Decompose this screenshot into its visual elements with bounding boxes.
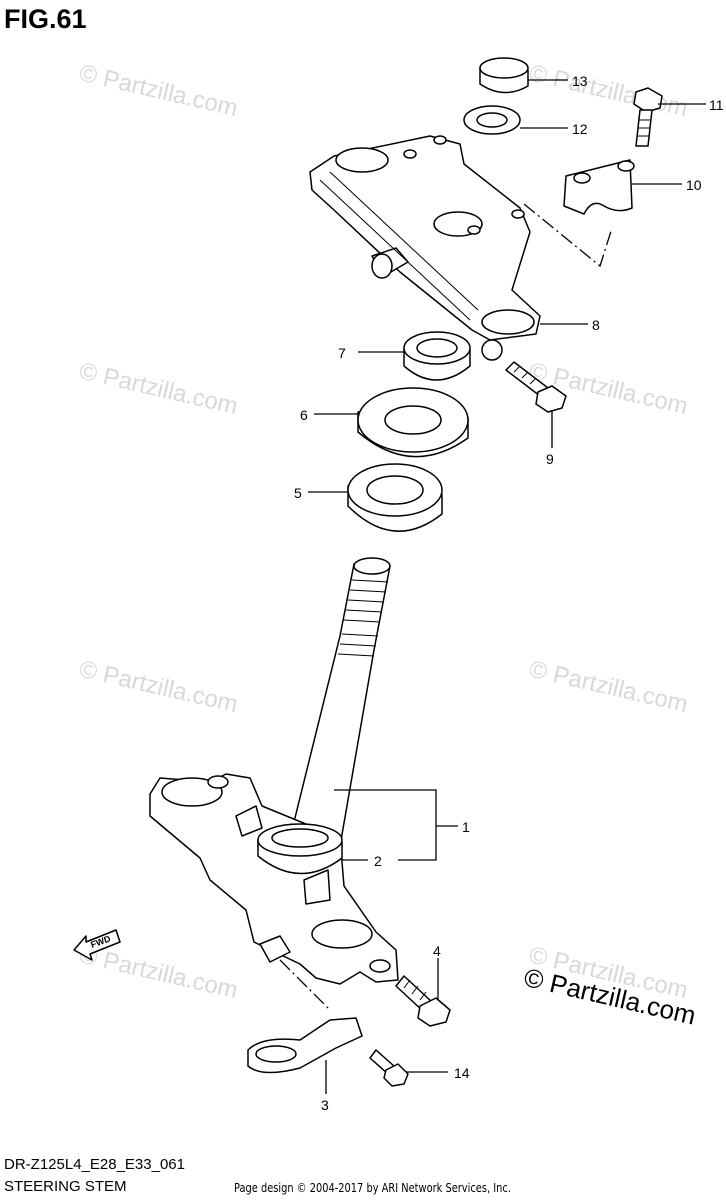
watermark: © Partzilla.com — [77, 942, 241, 1005]
part-4-bolt-drawing — [395, 975, 451, 1027]
part-10-holder-drawing — [563, 159, 635, 215]
leader-8-to-10 — [523, 203, 613, 268]
part-9-bolt-drawing — [505, 361, 567, 413]
part-11-bolt-drawing — [633, 87, 663, 147]
callout-4: 4 — [433, 943, 441, 959]
part-5-bearing-drawing — [347, 463, 443, 532]
watermark: © Partzilla.com — [77, 60, 241, 123]
section-name: STEERING STEM — [4, 1178, 127, 1195]
part-2-bearing-drawing — [257, 823, 343, 875]
part-7-nut-drawing — [403, 331, 471, 381]
watermark: © Partzilla.com — [77, 656, 241, 719]
callout-1: 1 — [462, 819, 470, 835]
fwd-arrow-icon: FWD — [73, 929, 121, 961]
callout-9: 9 — [546, 451, 554, 467]
callout-13: 13 — [572, 73, 588, 89]
callout-11: 11 — [709, 97, 724, 113]
callout-numbers: 13 11 12 10 8 7 9 6 5 1 2 4 14 3 — [294, 73, 724, 1113]
figure-title: FIG.61 — [4, 4, 87, 34]
callout-10: 10 — [686, 177, 702, 193]
part-14-bolt-drawing — [369, 1049, 409, 1087]
part-3-guide-drawing — [247, 959, 363, 1074]
callout-12: 12 — [572, 121, 588, 137]
callout-6: 6 — [300, 407, 308, 423]
part-6-seal-drawing — [357, 387, 469, 458]
watermark: © Partzilla.com — [77, 358, 241, 421]
callout-14: 14 — [454, 1065, 470, 1081]
callout-7: 7 — [338, 345, 346, 361]
part-1-stem-drawing — [149, 557, 399, 985]
watermark: © Partzilla.com — [527, 656, 691, 719]
callout-8: 8 — [592, 317, 600, 333]
callout-5: 5 — [294, 485, 302, 501]
watermark: © Partzilla.com — [527, 60, 691, 123]
part-13-cap-drawing — [479, 57, 529, 94]
callout-3: 3 — [321, 1097, 329, 1113]
part-12-washer-drawing — [463, 105, 521, 135]
model-code: DR-Z125L4_E28_E33_061 — [4, 1156, 185, 1173]
callout-2: 2 — [374, 853, 382, 869]
page-credit: Page design © 2004-2017 by ARI Network S… — [234, 1181, 511, 1195]
part-8-upper-bracket-drawing — [309, 135, 541, 361]
callout-leaders — [308, 79, 706, 1094]
